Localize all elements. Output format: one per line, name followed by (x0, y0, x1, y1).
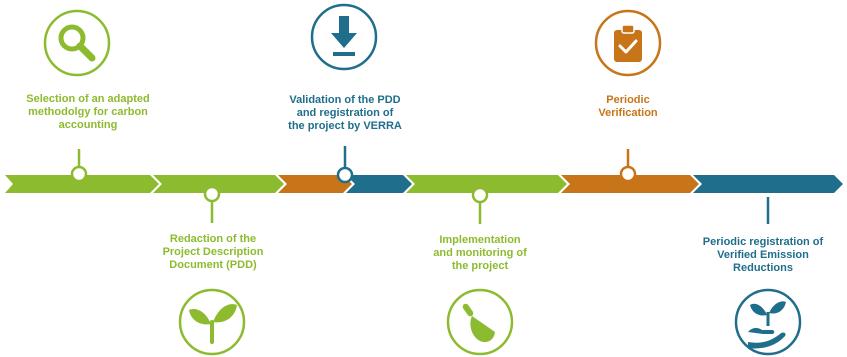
step-label-validation: Validation of the PDD and registration o… (288, 94, 402, 132)
step-label-registration: Periodic registration of Verified Emissi… (702, 236, 824, 274)
trowel-icon (446, 288, 514, 356)
arrow-segment (693, 175, 843, 193)
connector-node (619, 165, 637, 183)
arrow-segment (406, 175, 567, 193)
step-label-pdd: Redaction of the Project Description Doc… (162, 233, 264, 271)
hand-plant-icon (734, 288, 802, 356)
connector-node (70, 165, 88, 183)
step-label-methodology: Selection of an adapted methodolgy for c… (26, 93, 150, 131)
connector-node (203, 185, 221, 203)
step-label-verification: Periodic Verification (598, 94, 658, 119)
arrow-segment (346, 175, 412, 193)
magnifier-icon (43, 9, 111, 77)
sprout-icon (178, 288, 246, 356)
step-label-implementation: Implementation and monitoring of the pro… (433, 234, 527, 272)
arrow-segment (5, 175, 159, 193)
timeline-arrow-band (5, 175, 843, 193)
clipboard-check-icon (594, 9, 662, 77)
connector-node (336, 166, 354, 184)
connector-node (471, 186, 489, 204)
arrow-segment (153, 175, 284, 193)
arrow-segment (278, 175, 352, 193)
arrow-segment (561, 175, 699, 193)
download-icon (310, 3, 378, 71)
